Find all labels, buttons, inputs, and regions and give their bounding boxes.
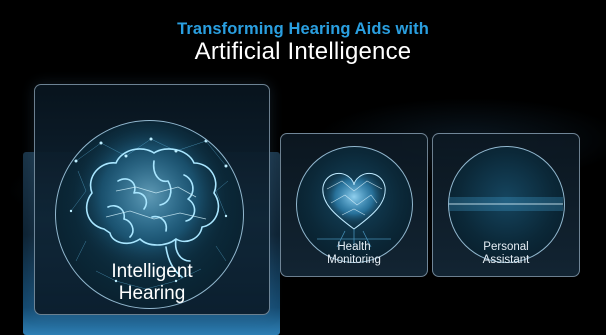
card-label-intelligent-hearing: Intelligent Hearing bbox=[35, 261, 269, 305]
heart-icon bbox=[296, 146, 413, 263]
brain-icon bbox=[55, 120, 244, 309]
card-label-line1: Health bbox=[337, 241, 371, 253]
sound-wave-icon bbox=[448, 146, 565, 263]
title-line-accent: Transforming Hearing Aids with bbox=[177, 20, 429, 38]
card-label-line2: Assistant bbox=[482, 254, 530, 266]
title-line-main: Artificial Intelligence bbox=[194, 38, 412, 65]
card-label-health-monitoring: Health Monitoring bbox=[281, 241, 427, 267]
card-health-monitoring[interactable]: Health Monitoring bbox=[280, 133, 428, 277]
card-label-line1: Intelligent bbox=[111, 261, 193, 282]
card-label-line2: Hearing bbox=[118, 283, 186, 304]
card-label-line2: Monitoring bbox=[327, 254, 381, 266]
card-label-line1: Personal bbox=[483, 241, 529, 253]
slide-title: Transforming Hearing Aids with Artificia… bbox=[0, 20, 606, 65]
card-intelligent-hearing[interactable]: Intelligent Hearing bbox=[34, 84, 270, 315]
card-personal-assistant[interactable]: Personal Assistant bbox=[432, 133, 580, 277]
card-label-personal-assistant: Personal Assistant bbox=[433, 241, 579, 267]
